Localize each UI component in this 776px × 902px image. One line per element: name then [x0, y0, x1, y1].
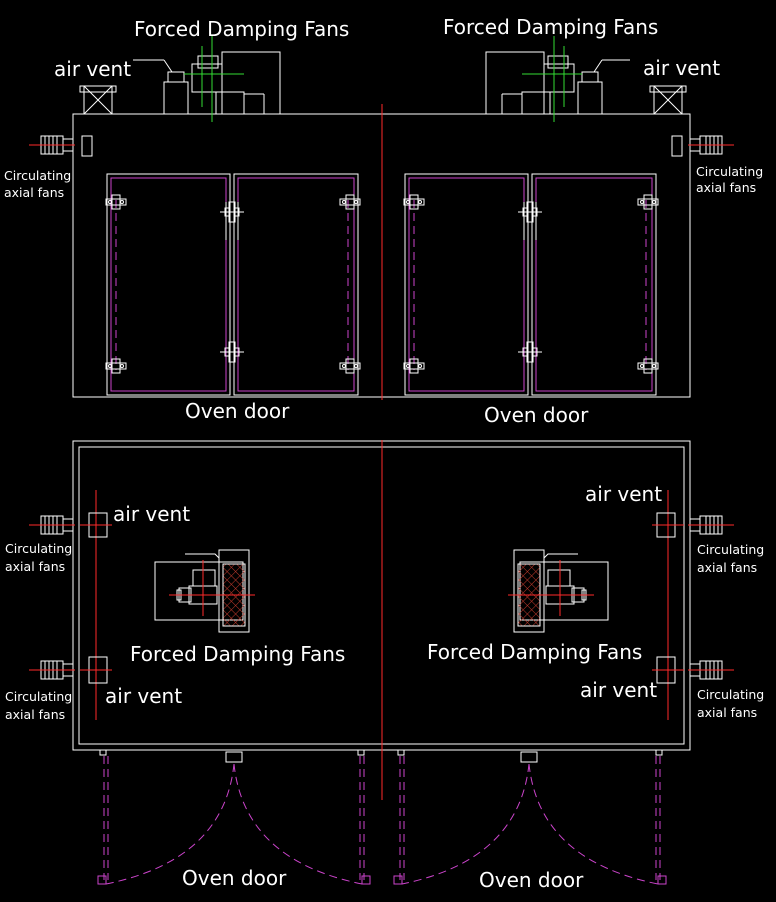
elevation-view: Forced Damping Fans Forced Damping Fans … [4, 15, 763, 427]
axial-fan-plan-upper-right [687, 515, 735, 535]
label-oven-door-top-right: Oven door [484, 403, 589, 427]
label-circulating-plan-lower-right-1: Circulating [697, 687, 764, 702]
air-vent-plan-upper-right [652, 512, 684, 538]
label-circulating-top-left-2: axial fans [4, 185, 64, 200]
label-oven-door-plan-left: Oven door [182, 866, 287, 890]
axial-fan-plan-lower-left [28, 660, 76, 680]
label-circulating-top-right-2: axial fans [696, 180, 756, 195]
label-damping-fans-plan-left: Forced Damping Fans [130, 642, 345, 666]
oven-doors-elevation-right [403, 173, 659, 396]
label-damping-fans-plan-right: Forced Damping Fans [427, 640, 642, 664]
label-circulating-top-right-1: Circulating [696, 164, 763, 179]
plan-view: air vent air vent air vent air vent Forc… [5, 440, 764, 892]
label-circulating-top-left-1: Circulating [4, 168, 71, 183]
label-circulating-plan-lower-right-2: axial fans [697, 705, 757, 720]
label-circulating-plan-upper-right-2: axial fans [697, 560, 757, 575]
oven-doors-elevation-left [105, 173, 361, 396]
door-swing-left [97, 756, 371, 885]
door-pivot-row [99, 749, 663, 763]
label-circulating-plan-upper-left-1: Circulating [5, 541, 72, 556]
label-air-vent-plan-lower-right: air vent [580, 678, 657, 702]
label-air-vent-plan-upper-left: air vent [113, 502, 190, 526]
leader-fan-left-2 [163, 59, 173, 73]
air-vent-plan-upper-left [80, 512, 112, 538]
leader-fan-right [593, 59, 603, 73]
axial-fan-elevation-right [687, 135, 735, 155]
label-damping-fans-top-left: Forced Damping Fans [134, 17, 349, 41]
label-oven-door-top-left: Oven door [185, 399, 290, 423]
label-circulating-plan-upper-left-2: axial fans [5, 559, 65, 574]
label-air-vent-plan-lower-left: air vent [105, 684, 182, 708]
label-air-vent-plan-upper-right: air vent [585, 482, 662, 506]
axial-fan-elevation-left [28, 135, 76, 155]
top-air-vent-left [79, 85, 117, 115]
damping-fan-elevation-left [163, 36, 281, 122]
damping-fan-plan-left [154, 549, 256, 633]
damping-fan-elevation-right [485, 36, 603, 122]
label-circulating-plan-upper-right-1: Circulating [697, 542, 764, 557]
air-vent-plan-lower-right [652, 656, 684, 684]
axial-fan-plan-upper-left [28, 515, 76, 535]
air-vent-plan-lower-left [80, 656, 112, 684]
label-oven-door-plan-right: Oven door [479, 868, 584, 892]
door-swing-right [393, 756, 667, 885]
label-circulating-plan-lower-left-1: Circulating [5, 689, 72, 704]
label-air-vent-top-right: air vent [643, 56, 720, 80]
axial-fan-plan-lower-right [687, 660, 735, 680]
label-air-vent-top-left: air vent [54, 57, 131, 81]
damping-fan-plan-right [507, 549, 609, 633]
top-air-vent-right [649, 85, 687, 115]
label-damping-fans-top-right: Forced Damping Fans [443, 15, 658, 39]
label-circulating-plan-lower-left-2: axial fans [5, 707, 65, 722]
